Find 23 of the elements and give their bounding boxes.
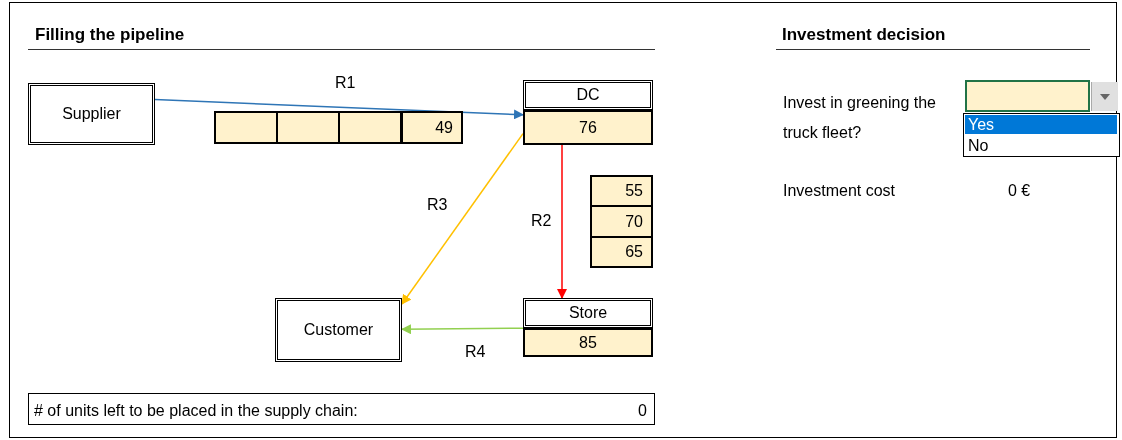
stock-cell: 76	[523, 110, 653, 145]
node-box: Customer	[275, 298, 402, 362]
pipeline-cell: 55	[590, 175, 653, 207]
dropdown-option: Yes	[965, 115, 1117, 134]
node-box: Supplier	[28, 83, 155, 145]
question-text: Invest in greening the truck fleet?	[783, 93, 937, 143]
field-value: 0 €	[1008, 182, 1031, 200]
pipeline-cell: 70	[590, 205, 653, 238]
arrow	[154, 98, 524, 120]
arrow	[401, 132, 524, 305]
stock-cell: 85	[523, 328, 653, 357]
section-heading: Filling the pipeline	[35, 25, 185, 45]
pipeline-cell: 49	[401, 111, 463, 144]
summary-value: 0	[638, 402, 647, 420]
dropdown-option: No	[965, 136, 1117, 155]
pipeline-cell: 65	[590, 236, 653, 268]
field-label: Investment cost	[783, 182, 896, 200]
arrow	[401, 324, 524, 335]
summary-text: # of units left to be placed in the supply chain:	[34, 402, 358, 420]
node-header: Store	[523, 298, 653, 328]
arrow	[557, 144, 567, 299]
node-header: DC	[523, 80, 653, 110]
section-heading: Investment decision	[782, 25, 946, 45]
